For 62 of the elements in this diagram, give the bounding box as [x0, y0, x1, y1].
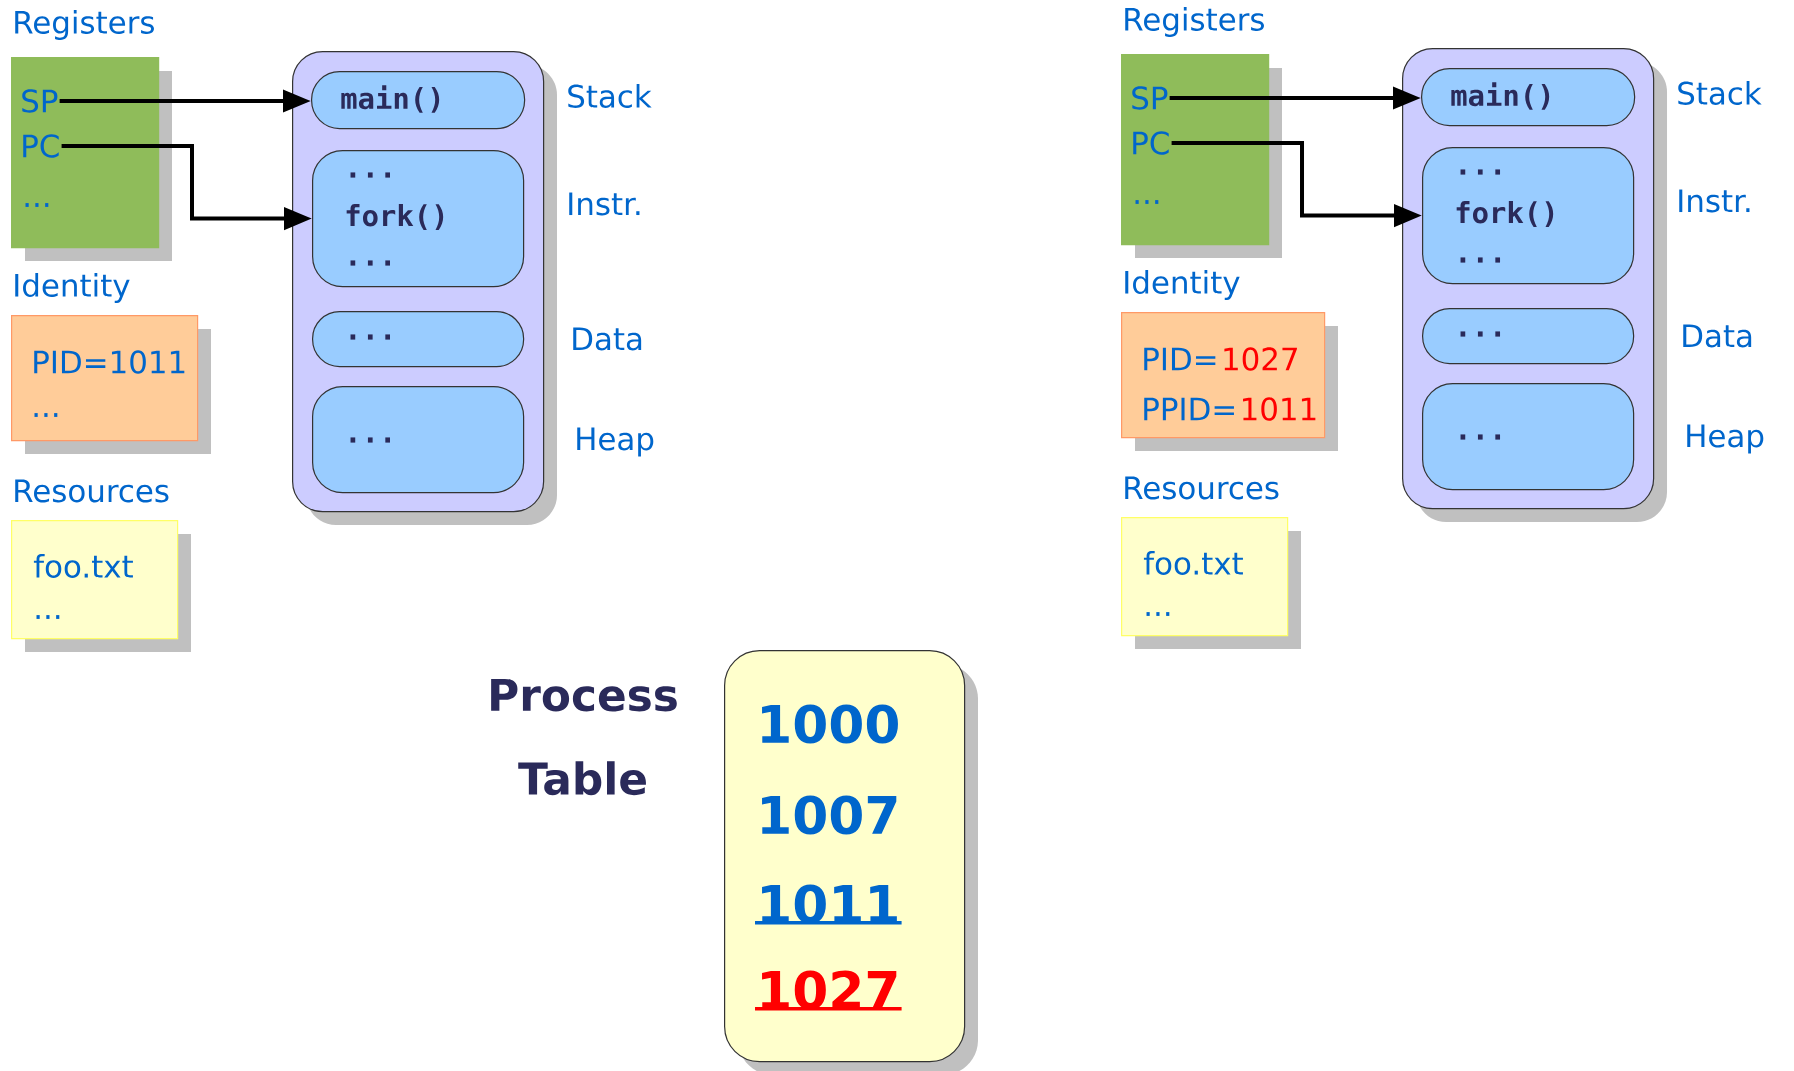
code-text: ... [350, 260, 390, 266]
register-label: PC [1133, 131, 1169, 155]
code-text: ... [350, 437, 390, 443]
code-text: ... [1460, 169, 1501, 175]
underline [755, 921, 902, 925]
value-text: ... [1135, 200, 1159, 204]
value-text: foo.txt [1143, 551, 1243, 575]
segment-box [311, 71, 526, 130]
value-text: PID= [1144, 347, 1216, 371]
segment-box [1422, 383, 1635, 491]
code-text: ... [1460, 257, 1501, 263]
value-text: ... [36, 615, 60, 619]
segment-box [1422, 147, 1635, 285]
underline [755, 1007, 902, 1011]
pid-number: 1007 [762, 795, 897, 835]
code-text: ... [1460, 434, 1501, 440]
segment-label: Instr. [569, 192, 640, 216]
code-text: fork() [346, 204, 444, 230]
heading: Resources [1125, 476, 1279, 500]
segment-label: Data [1683, 324, 1752, 348]
value-text: PID=1011 [34, 350, 185, 374]
heading: Registers [1125, 7, 1264, 37]
identity-box [1121, 312, 1338, 451]
table-title: Process Table [491, 678, 677, 796]
register-box [11, 57, 172, 261]
value-text: ... [1146, 612, 1170, 616]
value-text: foo.txt [33, 554, 133, 578]
code-text: ... [1460, 331, 1501, 337]
code-text: main() [1451, 82, 1550, 110]
register-label: PC [23, 134, 59, 158]
code-text: main() [341, 85, 440, 113]
heading: Registers [15, 10, 154, 40]
resources-box [1121, 517, 1301, 649]
resources-box [11, 520, 191, 652]
code-text: fork() [1456, 201, 1554, 227]
segment-label: Heap [1687, 424, 1764, 454]
identity-box [11, 315, 211, 454]
process-table-box [724, 650, 978, 1071]
segment-label: Heap [577, 427, 654, 457]
value-text: 1027 [1224, 347, 1297, 371]
segment-box [312, 311, 525, 368]
segment-label: Stack [568, 84, 652, 108]
heading: Resources [15, 479, 169, 503]
segment-label: Stack [1678, 81, 1762, 105]
segment-box [1422, 308, 1635, 365]
value-text: ... [25, 203, 49, 207]
code-text: ... [350, 172, 390, 178]
heading: Identity [15, 273, 130, 303]
register-box [1121, 54, 1282, 258]
segment-box [312, 150, 525, 288]
segment-box [1421, 68, 1636, 127]
code-text: ... [350, 334, 390, 340]
register-label: SP [1132, 86, 1168, 110]
segment-box [312, 386, 525, 494]
heading: Identity [1125, 270, 1240, 300]
value-text: ... [34, 413, 58, 417]
pid-number: 1000 [762, 704, 898, 744]
segment-label: Data [573, 327, 642, 351]
segment-label: Instr. [1679, 189, 1750, 213]
register-label: SP [22, 89, 58, 113]
value-text: 1011 [1243, 397, 1316, 421]
value-text: PPID= [1144, 397, 1234, 421]
